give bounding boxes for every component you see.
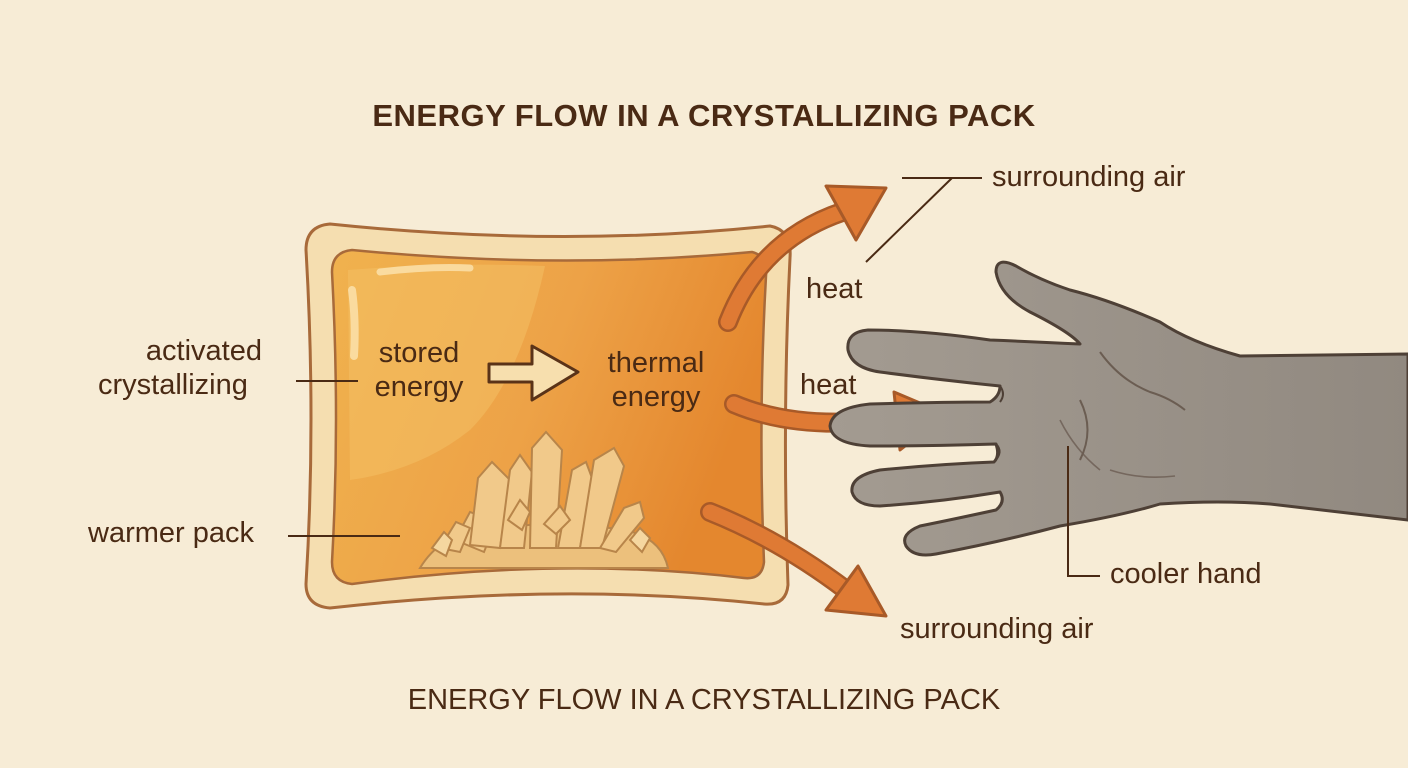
label-thermal-energy: thermal energy [607, 347, 705, 413]
label-stored-energy: stored energy [374, 337, 464, 403]
diagram-caption: ENERGY FLOW IN A CRYSTALLIZING PACK [407, 684, 1001, 716]
label-surrounding-air-bottom: surrounding air [900, 613, 1094, 645]
conversion-arrow [487, 344, 580, 402]
leader-surrounding-air-top [865, 177, 982, 263]
label-surrounding-air-top: surrounding air [992, 161, 1186, 193]
diagram-title: ENERGY FLOW IN A CRYSTALLIZING PACK [372, 98, 1036, 133]
leader-lines [288, 177, 1100, 577]
pack-highlight [348, 264, 545, 480]
label-activated: activated [145, 335, 262, 367]
warmer-pack [304, 222, 792, 610]
crystal-cluster [418, 430, 670, 569]
heat-arrow-lower [700, 502, 888, 618]
cooler-hand [828, 260, 1408, 557]
label-crystallizing: crystallizing [98, 369, 248, 401]
label-heat-middle: heat [800, 369, 857, 401]
label-heat-upper: heat [806, 273, 863, 305]
leader-cooler-hand [1067, 446, 1100, 577]
label-warmer-pack: warmer pack [88, 517, 254, 549]
heat-arrow-upper [718, 184, 888, 332]
label-cooler-hand: cooler hand [1110, 558, 1262, 590]
